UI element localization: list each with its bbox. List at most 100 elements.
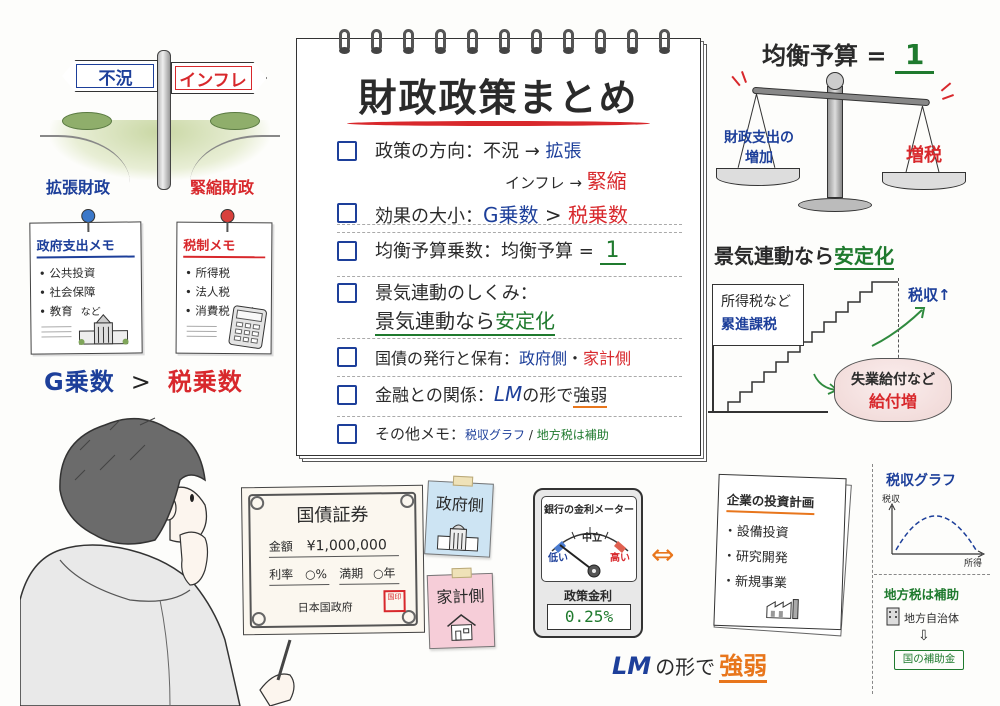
tax-revenue-up-label: 税収↑ [908,286,951,304]
checklist-row-balanced-budget: 均衡予算乗数：均衡予算 = 1 [337,233,682,277]
sign-right-label: インフレ [179,70,247,91]
box-line2: 累進課税 [721,317,777,333]
tape [451,567,472,579]
spiral-ring-icon [371,29,382,54]
invest-title: 企業の投資計画 [726,489,815,516]
road-label-contraction: 緊縮財政 [190,178,255,197]
memo-item-label: 消費税 [195,303,230,319]
tax-multiplier-label: 税乗数 [167,368,243,396]
strength-label: 強弱 [573,386,608,408]
greater-than-sign: > [130,368,152,396]
row-text: 金融との関係：LMの形で強弱 [375,381,608,408]
scale-pan-left [716,168,800,186]
balanced-budget-value: 1 [599,238,626,265]
stairs-axis-vertical [712,284,714,412]
memo-title: 税制メモ [183,234,266,259]
checklist-row-policy-direction: 政策の方向：不況 → 拡張 インフレ → 緊縮 [337,137,682,225]
meter-mid-label: 中立 [582,533,602,544]
tax-graph-title: 税収グラフ [886,473,956,489]
bond-issuer: 日本国政府 [297,600,353,615]
bond-maturity-row: 満期 ○年 [339,564,400,585]
greater-than-sign: > [538,203,568,227]
checklist-row-monetary-relation: 金融との関係：LMの形で強弱 [337,377,682,417]
memo-item-label: 教育 [49,304,73,319]
sign-left-label: 不況 [98,68,133,89]
rate-label: 利率 [269,567,294,582]
row-label: 金融との関係： [375,386,494,406]
strength-label: 強弱 [719,652,768,683]
row-text: その他メモ：税収グラフ / 地方税は補助 [375,423,609,444]
expansion-label: 拡張 [545,141,582,162]
pillow-line2: 給付増 [868,392,917,411]
pushpin-icon [220,208,235,224]
spiral-ring-icon [595,29,606,54]
pillow-line1: 失業給付など [851,372,935,388]
spiral-ring-icon [563,29,574,54]
separator: ・ [567,349,584,368]
meter-title: 銀行の金利メーター [544,505,634,516]
local-tax-link: 地方税は補助 [536,428,609,442]
balance-scale: 均衡予算 = 1 財政支出の 増加 増税 [710,30,1000,230]
house-icon [447,614,476,641]
diet-building-icon [436,524,479,552]
stabilizer-title-prefix: 景気連動なら [714,244,834,268]
balance-value: 1 [894,38,935,74]
crossroads-signpost: 不況 インフレ 拡張財政 緊縮財政 [40,40,280,200]
bush-right [210,112,260,130]
bond-amount-row: 金額 ¥1,000,000 [268,536,399,558]
checkbox[interactable] [337,203,357,223]
road-label-expansion: 拡張財政 [46,178,111,197]
divider-horizontal [874,574,990,575]
scale-pan-right [882,172,966,190]
row-text-line2: インフレ → 緊縮 [505,165,627,194]
balance-title: 均衡予算 = 1 [762,36,935,74]
row-label: 効果の大小： [375,206,483,227]
pan-label-line: 財政支出の [724,130,794,146]
checkbox[interactable] [337,385,357,405]
rate-value: ○% [304,567,328,582]
meter-high-label: 高い [610,553,630,564]
inflation-label: インフレ → [505,174,587,192]
calculator-icon [227,304,268,350]
emphasis-mark [942,94,954,100]
invest-list: 設備投資 研究開発 新規事業 [721,519,789,596]
checklist-row-auto-stabilizer: 景気連動のしくみ： 景気連動なら安定化 [337,277,682,339]
spiral-ring-icon [403,29,414,54]
spiral-ring-icon [659,29,670,54]
maturity-value: ○年 [372,566,396,581]
emphasis-mark [741,71,747,83]
scale-pivot [826,72,844,90]
meter-low-label: 低い [548,553,568,564]
tape [452,475,474,487]
stairs-axis-horizontal [708,411,828,413]
checkbox[interactable] [337,141,357,161]
stabilizer-prefix: 景気連動なら [375,309,495,333]
row-text: 政策の方向：不況 → 拡張 [375,137,582,163]
bond-title: 国債証券 [296,504,369,527]
checkbox[interactable] [337,283,357,303]
spiral-ring-icon [467,29,478,54]
meter-face: 銀行の金利メーター 中立 低い 高い [541,496,637,582]
row-text-line2: 景気連動なら安定化 [375,305,555,336]
down-arrow-icon: ⇩ [918,628,930,644]
checkbox[interactable] [337,347,357,367]
checkbox[interactable] [337,241,357,261]
progressive-tax-stairs: 所得税など 累進課税 税収↑ 失業給付など 給付増 [708,278,998,428]
checkbox[interactable] [337,424,357,444]
interest-rate-meter: 銀行の金利メーター 中立 低い 高い 政策金利 0.25% [533,488,643,638]
tax-multiplier-label: 税乗数 [567,203,628,227]
scale-base [798,198,872,212]
memo-item: 公共投資 [39,263,141,283]
factory-icon [766,598,799,620]
checklist-row-effect-size: 効果の大小：G乗数 > 税乗数 [337,197,682,237]
seal-stamp-icon: 国印 [383,589,406,613]
row-label: 国債の発行と保有： [375,349,520,368]
pan-label-spending: 財政支出の 増加 [722,128,796,168]
g-multiplier-label: G乗数 [483,203,539,227]
maturity-label: 満期 [339,566,364,581]
balanced-budget-label: 均衡予算 = [501,241,600,262]
sign-right-inflation: インフレ [171,62,267,94]
g-multiplier-label: G乗数 [44,368,115,396]
row-label: 政策の方向：不況 → [375,141,546,162]
